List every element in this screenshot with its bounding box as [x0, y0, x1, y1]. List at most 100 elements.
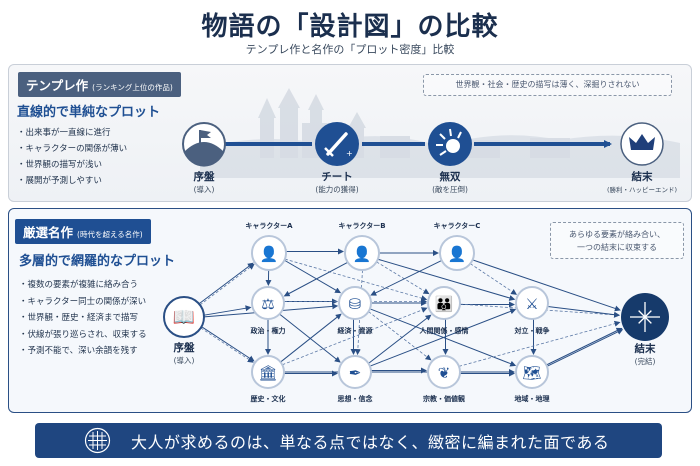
node-subtitle: (導入): [173, 356, 195, 365]
network-edge: [200, 327, 254, 363]
network-edge: [280, 313, 342, 363]
svg-text:🏛: 🏛: [258, 364, 277, 382]
masterpiece-tag: 厳選名作(時代を超える名作): [15, 219, 151, 244]
conclusion-banner: 大人が求めるのは、単なる点ではなく、緻密に編まれた面である: [35, 423, 662, 458]
tag-note: (時代を超える名作): [77, 230, 143, 239]
node-subtitle: (完結): [634, 357, 656, 366]
note-line: 一つの結末に収束する: [577, 243, 657, 252]
network-edge: [282, 307, 428, 366]
book-icon: 📖: [163, 296, 205, 338]
crossed-swords-icon: ⚔: [515, 286, 549, 320]
bullet-item: 世界観・歴史・経済まで描写: [19, 310, 147, 327]
page-title: 物語の「設計図」の比較: [201, 12, 499, 42]
coins-icon: ⛁: [338, 286, 372, 320]
timeline-node-end: 結末 (勝利・ハッピーエンド): [607, 169, 677, 194]
tag-label: テンプレ作: [26, 78, 89, 93]
svg-text:👤: 👤: [353, 245, 372, 263]
svg-text:⚖: ⚖: [261, 295, 274, 313]
element-politics-label: 政治・権力: [250, 327, 286, 335]
museum-icon: 🏛: [251, 355, 285, 389]
weave-icon: [84, 427, 111, 454]
sword-icon: +: [315, 122, 359, 166]
network-edge: [472, 259, 621, 312]
element-economy-label: 経済・資源: [337, 327, 373, 335]
character-a-label: キャラクターA: [245, 222, 293, 230]
network-edge: [369, 308, 517, 367]
svg-text:👤: 👤: [260, 245, 279, 263]
node-subtitle: (能力の獲得): [315, 185, 359, 194]
node-title: チート: [321, 171, 353, 183]
node-title: 序盤: [173, 342, 195, 354]
svg-text:✒: ✒: [349, 364, 362, 382]
note-line: あらゆる要素が絡み合い、: [569, 230, 665, 239]
person-male-icon: 👤: [251, 235, 287, 271]
svg-text:⚔: ⚔: [525, 295, 538, 313]
node-subtitle: (敵を圧倒): [432, 185, 468, 194]
network-edge: [368, 314, 432, 364]
timeline-node-start: 序盤 (導入): [194, 169, 215, 195]
network-edge: [458, 320, 621, 367]
person-female-icon: 👤: [344, 235, 380, 271]
node-subtitle: (導入): [193, 185, 215, 194]
timeline-node-musou: 無双 (敵を圧倒): [432, 169, 468, 195]
network-edge: [370, 260, 442, 296]
bullet-item: 世界観の描写が浅い: [17, 157, 127, 173]
network-edge: [547, 305, 621, 318]
character-c-label: キャラクターC: [433, 222, 481, 230]
network-edge: [201, 326, 255, 362]
map-icon: 🗺: [515, 355, 549, 389]
node-title: 結末: [631, 171, 653, 183]
bullet-item: 伏線が張り巡らされ、収束する: [19, 327, 147, 344]
svg-text:🗺: 🗺: [522, 364, 541, 382]
quill-icon: ✒: [338, 355, 372, 389]
flag-hill-icon: [182, 122, 226, 167]
family-icon: 👪: [427, 286, 461, 320]
template-work-heading: 直線的で単純なプロット: [17, 105, 161, 120]
element-relationship-label: 人間関係・感情: [419, 327, 469, 335]
network-edge: [368, 311, 432, 361]
network-edge: [459, 303, 621, 318]
template-work-note: 世界観・社会・歴史の描写は薄く、深掘りされない: [423, 74, 672, 96]
bullet-item: キャラクターの関係が薄い: [17, 141, 128, 157]
node-title: 無双: [439, 171, 461, 183]
network-edge: [369, 308, 517, 367]
bullet-item: キャラクター同士の関係が深い: [19, 294, 147, 311]
bullet-item: 出来事が一直線に進行: [17, 125, 127, 141]
network-edge: [203, 305, 252, 316]
character-b-label: キャラクターB: [338, 222, 386, 230]
burst-icon: [428, 122, 472, 166]
network-edge: [199, 263, 255, 306]
node-title: 序盤: [193, 171, 215, 183]
svg-text:⛁: ⛁: [349, 295, 362, 313]
svg-text:👪: 👪: [435, 295, 454, 313]
element-religion-label: 宗教・価値観: [423, 395, 465, 403]
network-start-label: 序盤 (導入): [174, 340, 195, 366]
template-work-tag: テンプレ作(ランキング上位の作品): [18, 72, 181, 97]
person-icon: 👤: [439, 235, 475, 271]
tag-note: (ランキング上位の作品): [92, 83, 173, 92]
network-edge: [546, 327, 623, 366]
network-edge: [284, 259, 342, 294]
element-conflict-label: 対立・戦争: [514, 327, 550, 335]
network-edge: [377, 258, 516, 301]
network-edge: [470, 263, 518, 295]
network-edge: [546, 329, 624, 367]
network-edge: [279, 313, 341, 363]
element-thought-label: 思想・信念: [337, 395, 373, 403]
tag-label: 厳選名作: [23, 225, 74, 240]
crown-icon: [620, 122, 664, 166]
masterpiece-heading: 多層的で網羅的なプロット: [19, 254, 176, 269]
masterpiece-note: あらゆる要素が絡み合い、 一つの結末に収束する: [550, 222, 684, 259]
conclusion-text: 大人が求めるのは、単なる点ではなく、緻密に編まれた面である: [131, 433, 610, 452]
network-edge: [376, 261, 430, 295]
bullet-item: 複数の要素が複雑に絡み合う: [19, 277, 147, 294]
network-edge: [198, 262, 254, 305]
svg-text:📖: 📖: [173, 307, 195, 328]
node-title: 結末: [634, 343, 656, 355]
element-geography-label: 地域・地理: [514, 395, 550, 403]
bullet-item: 展開が予測しやすい: [17, 173, 127, 189]
bullet-item: 予測不能で、深い余韻を残す: [19, 343, 147, 360]
page-subtitle: テンプレ作と名作の「プロット密度」比較: [245, 43, 455, 56]
